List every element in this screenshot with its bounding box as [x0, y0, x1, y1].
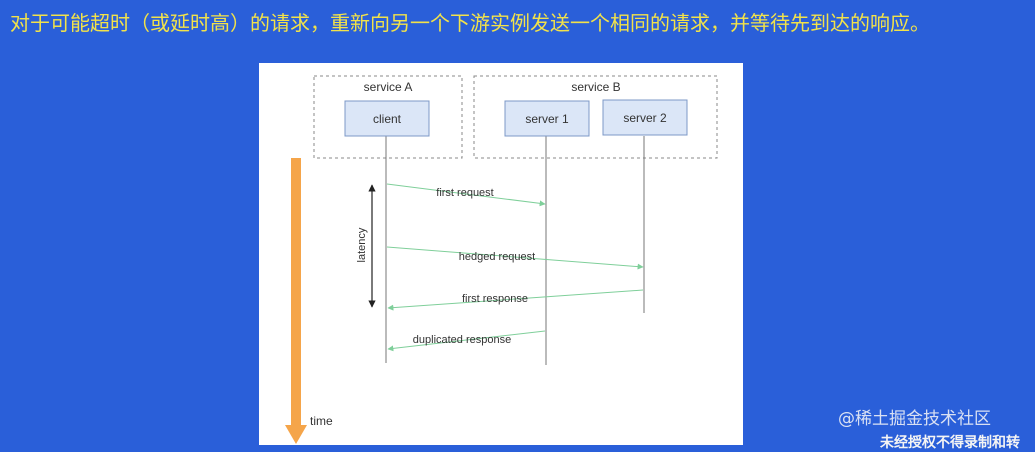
- server2-box: [602, 99, 688, 136]
- first-response-label: first response: [462, 293, 528, 305]
- time-arrow-shaft: [291, 158, 301, 426]
- duplicated-response-arrow: [387, 330, 546, 352]
- first-request-label: first request: [436, 187, 493, 199]
- watermark: @稀土掘金技术社区: [838, 409, 991, 429]
- service-a-group: [313, 75, 463, 159]
- client-box: [344, 100, 430, 137]
- footer-note: 未经授权不得录制和转: [880, 435, 1020, 451]
- sequence-diagram: service A service B client server 1 serv…: [259, 63, 743, 445]
- server1-label: server 1: [525, 112, 569, 126]
- hedged-request-label: hedged request: [459, 251, 535, 263]
- sequence-diagram-svg: service A service B client server 1 serv…: [285, 75, 718, 444]
- first-response-arrow: [387, 289, 644, 311]
- service-a-label: service A: [364, 80, 413, 94]
- duplicated-response-label: duplicated response: [413, 334, 511, 346]
- service-b-group: [473, 75, 718, 159]
- service-b-label: service B: [571, 80, 620, 94]
- hedged-request-arrow: [386, 246, 644, 270]
- server2-label: server 2: [623, 111, 667, 125]
- client-label: client: [373, 112, 402, 126]
- first-request-arrow: [386, 183, 546, 207]
- latency-label: latency: [356, 227, 368, 262]
- server1-box: [504, 100, 590, 137]
- headline: 对于可能超时（或延时高）的请求，重新向另一个下游实例发送一个相同的请求，并等待先…: [10, 11, 930, 35]
- time-arrow-head: [285, 425, 307, 444]
- time-label: time: [310, 414, 333, 428]
